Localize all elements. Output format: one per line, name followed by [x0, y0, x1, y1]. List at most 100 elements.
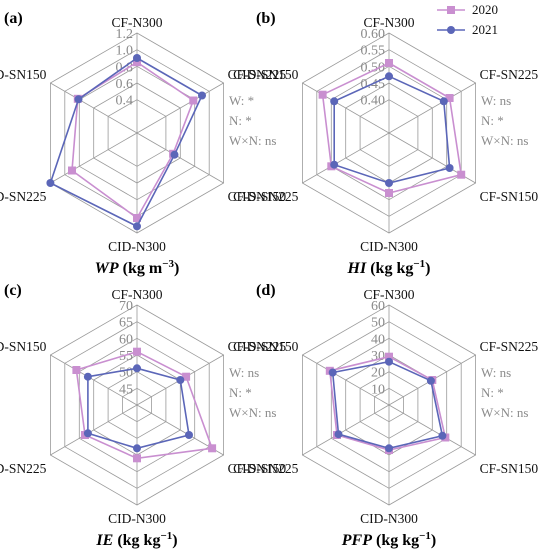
radar-panel-1: 0.40.60.81.01.2CF-N300CF-SN225CF-SN150CI…: [0, 10, 286, 277]
data-point-2020: [385, 59, 393, 67]
data-point-2021: [133, 222, 141, 231]
panel-title: PFP (kg kg−1): [341, 530, 436, 549]
tick-label: 50: [371, 316, 385, 331]
tick-label: 20: [371, 366, 385, 381]
stat-label: N: *: [481, 385, 504, 400]
category-label: CF-N300: [111, 287, 162, 302]
legend-marker-2021: [447, 26, 455, 34]
tick-label: 70: [119, 299, 133, 314]
data-point-2021: [439, 97, 448, 106]
data-point-2021: [83, 372, 92, 381]
data-point-2021: [385, 444, 393, 453]
tick-label: 45: [119, 382, 133, 397]
grid-spoke: [136, 82, 224, 134]
data-point-2021: [185, 431, 193, 439]
panel-label: (d): [256, 282, 276, 299]
legend-marker-2020: [447, 6, 455, 14]
data-point-2020: [133, 454, 141, 463]
stat-label: W×N: ns: [229, 405, 276, 420]
category-label: CF-N300: [363, 287, 414, 302]
tick-label: 0.40: [361, 94, 386, 109]
panel-label: (b): [256, 10, 276, 27]
data-point-2020: [385, 189, 393, 197]
tick-label: 0.50: [361, 60, 386, 75]
grid-spoke: [302, 354, 390, 406]
grid-spoke: [302, 82, 390, 134]
stat-label: W×N: ns: [481, 133, 528, 148]
data-point-2021: [133, 444, 141, 453]
series-line-2021: [87, 367, 190, 450]
category-label: CID-N300: [360, 511, 418, 526]
data-point-2020: [182, 372, 191, 381]
panel-label: (a): [4, 10, 23, 27]
panels: 0.40.60.81.01.2CF-N300CF-SN225CF-SN150CI…: [0, 10, 538, 549]
panel-label: (c): [4, 282, 22, 299]
tick-label: 0.55: [361, 44, 386, 59]
stat-label: W: ns: [481, 93, 511, 108]
panel-title: IE (kg kg−1): [95, 530, 177, 549]
stat-label: W×N: ns: [481, 405, 528, 420]
grid-spoke: [50, 404, 138, 456]
category-label: CF-SN150: [228, 189, 287, 204]
stat-label: W: ns: [481, 365, 511, 380]
data-point-2021: [330, 160, 339, 169]
stat-label: W×N: ns: [229, 133, 276, 148]
tick-label: 0.4: [116, 94, 134, 109]
tick-label: 60: [119, 332, 133, 347]
data-point-2021: [328, 368, 337, 377]
category-label: CF-SN225: [228, 339, 287, 354]
tick-label: 0.60: [361, 27, 386, 42]
data-point-2021: [46, 179, 55, 187]
stat-label: N: *: [229, 113, 252, 128]
data-point-2021: [176, 376, 185, 384]
radar-panel-2: 0.400.450.500.550.60CF-N300CF-SN225CF-SN…: [233, 10, 538, 277]
data-point-2020: [133, 58, 141, 67]
data-point-2021: [170, 150, 179, 159]
category-label: CID-SN225: [233, 189, 299, 204]
category-label: CF-SN225: [480, 67, 539, 82]
panel-title: WP (kg m−3): [95, 258, 180, 277]
category-label: CID-SN225: [0, 461, 47, 476]
category-label: CF-SN150: [480, 189, 539, 204]
category-label: CID-SN225: [233, 461, 299, 476]
category-label: CID-N300: [360, 239, 418, 254]
data-point-2020: [72, 366, 81, 374]
data-point-2020: [133, 214, 141, 222]
panel-title: HI (kg kg−1): [347, 258, 431, 277]
data-point-2021: [385, 179, 393, 187]
data-point-2021: [133, 54, 141, 62]
data-point-2021: [385, 72, 393, 81]
data-point-2020: [457, 170, 466, 179]
category-label: CID-SN225: [0, 189, 47, 204]
grid-spoke: [302, 132, 390, 184]
grid-spoke: [136, 132, 224, 184]
tick-label: 1.0: [116, 44, 134, 59]
category-label: CID-SN150: [233, 67, 299, 82]
stat-label: W: ns: [229, 365, 259, 380]
tick-label: 50: [119, 366, 133, 381]
legend: 2020 2021: [437, 2, 498, 37]
category-label: CF-SN150: [228, 461, 287, 476]
data-point-2020: [208, 444, 217, 453]
data-point-2021: [385, 357, 393, 366]
category-label: CF-SN225: [228, 67, 287, 82]
data-point-2020: [189, 96, 198, 105]
data-point-2021: [83, 429, 92, 438]
grid-spoke: [388, 404, 476, 456]
data-point-2020: [68, 166, 76, 175]
grid-spoke: [50, 354, 138, 406]
data-point-2021: [133, 364, 141, 373]
data-point-2020: [385, 352, 393, 361]
stat-label: N: *: [481, 113, 504, 128]
data-point-2021: [426, 376, 435, 385]
data-point-2020: [133, 347, 141, 356]
grid-spoke: [388, 82, 476, 134]
category-label: CF-N300: [111, 15, 162, 30]
data-point-2021: [198, 91, 206, 100]
series-line-2020: [75, 350, 214, 460]
grid-spoke: [50, 82, 138, 134]
category-label: CID-SN150: [0, 67, 47, 82]
category-label: CF-N300: [363, 15, 414, 30]
legend-label-2020: 2020: [472, 2, 498, 17]
